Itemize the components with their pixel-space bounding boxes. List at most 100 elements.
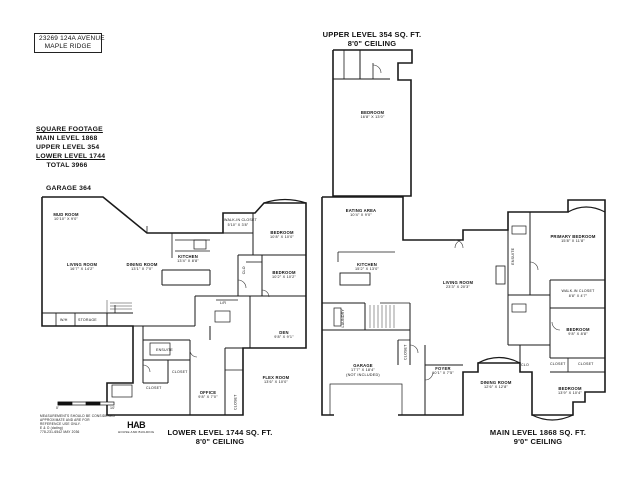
lower-level-walls — [41, 196, 307, 416]
room-dimensions: 10'4" X 9'0" — [350, 213, 372, 217]
room-name: LIVING ROOM — [66, 262, 98, 267]
disclaimer-line3: REFERENCE USE ONLY. — [40, 422, 81, 426]
lower-closet-label-2: CLOSET — [146, 386, 162, 390]
lower-clo-label: CLO — [241, 266, 246, 275]
main-bedroom-2: BEDROOM 13'9" X 10'4" — [550, 386, 590, 396]
room-dimensions: 13'4" X 8'8" — [177, 259, 199, 263]
lower-level-name: LOWER LEVEL 1744 SQ. FT. — [167, 428, 273, 437]
room-dimensions: 15'2" X 13'0" — [354, 267, 380, 271]
room-name: FLEX ROOM — [262, 375, 290, 380]
room-name: BEDROOM — [360, 110, 385, 115]
main-level-total: MAIN LEVEL 1868 — [36, 135, 98, 142]
disclaimer: MEASUREMENTS SHOULD BE CONSIDERED APPROX… — [40, 414, 115, 434]
lower-level-title: LOWER LEVEL 1744 SQ. FT. 8'0" CEILING — [160, 428, 280, 446]
lower-office: OFFICE 9'8" X 7'0" — [192, 390, 224, 400]
room-dimensions: 9'8" X 7'0" — [198, 395, 218, 399]
bay-windows — [263, 198, 606, 421]
main-eating-area: EATING AREA 10'4" X 9'0" — [340, 208, 382, 218]
square-footage-block: SQUARE FOOTAGE MAIN LEVEL 1868 UPPER LEV… — [36, 125, 105, 170]
room-dimensions: 12'6" X 12'8" — [483, 385, 509, 389]
room-dimensions: 16'7" X 14'2" — [69, 267, 95, 271]
address-block: 23269 124A AVENUE MAPLE RIDGE — [34, 33, 105, 53]
lower-flex-room: FLEX ROOM 13'6" X 10'0" — [256, 375, 296, 385]
main-closet-label-3: CLOSET — [578, 362, 594, 366]
main-kitchen: KITCHEN 15'2" X 13'0" — [346, 262, 388, 272]
main-level-ceiling: 9'0" CEILING — [513, 437, 563, 446]
room-name: EATING AREA — [345, 208, 377, 213]
room-dimensions: 16'8" X 13'0" — [360, 115, 385, 119]
address-line1: 23269 124A AVENUE — [39, 35, 105, 42]
main-clo-label: CLO — [521, 363, 529, 367]
garage-area-label: GARAGE 364 — [46, 185, 92, 192]
lower-storage-label: STORAGE — [78, 318, 97, 322]
room-dimensions: 10'8" X 10'0" — [269, 235, 295, 239]
room-name: BEDROOM — [566, 327, 590, 332]
square-footage-heading: SQUARE FOOTAGE — [36, 126, 103, 133]
main-closet-label-1: CLOSET — [403, 344, 408, 361]
main-walk-in-closet: WALK-IN CLOSET 8'8" X 4'7" — [558, 289, 598, 298]
lower-closet-label-3: CLOSET — [233, 394, 238, 411]
room-name: BEDROOM — [272, 270, 296, 275]
upper-level-ceiling: 8'0" CEILING — [347, 39, 397, 48]
lower-den: DEN 9'8" X 9'1" — [264, 330, 304, 340]
door-swings — [142, 64, 561, 381]
lower-laundry-room-label: L/R — [220, 301, 227, 305]
upper-level-walls — [332, 49, 413, 197]
room-name: WALK-IN CLOSET — [224, 218, 258, 222]
room-dimensions: 13'9" X 10'4" — [557, 391, 583, 395]
lower-kitchen: KITCHEN 13'4" X 8'8" — [170, 254, 206, 264]
room-dimensions: 13'6" X 10'0" — [263, 380, 289, 384]
main-level-name: MAIN LEVEL 1868 SQ. FT. — [489, 428, 587, 437]
upper-level-name: UPPER LEVEL 354 SQ. FT. — [322, 30, 422, 39]
room-name: BEDROOM — [270, 230, 294, 235]
room-name: GARAGE — [353, 363, 373, 368]
upper-bedroom: BEDROOM 16'8" X 13'0" — [350, 110, 395, 120]
lower-living-room: LIVING ROOM 16'7" X 14'2" — [62, 262, 102, 272]
address-line2: MAPLE RIDGE — [44, 43, 92, 50]
main-closet-label-2: CLOSET — [550, 362, 566, 366]
main-living-room: LIVING ROOM 23'3" X 20'3" — [436, 280, 480, 290]
disclaimer-line4: E & O (dating) — [40, 426, 63, 430]
scale-start: 0' — [56, 406, 60, 410]
room-name: DINING ROOM — [480, 380, 512, 385]
room-name: BEDROOM — [558, 386, 582, 391]
company-logo: HAB HOUSE AND BUILDING — [118, 420, 154, 434]
grand-total: TOTAL 3966 — [46, 162, 88, 169]
main-level-walls — [321, 196, 606, 416]
main-primary-bedroom: PRIMARY BEDROOM 15'8" X 11'8" — [548, 234, 598, 244]
logo-subtitle: HOUSE AND BUILDING — [118, 430, 155, 434]
room-name: OFFICE — [199, 390, 217, 395]
logo-mark: HAB — [127, 420, 146, 430]
lower-water-heater-label: W/H — [60, 318, 68, 322]
main-laundry-label: LAUNDRY — [341, 308, 346, 328]
main-dining-room: DINING ROOM 12'6" X 12'8" — [476, 380, 516, 390]
room-dimensions: 5'10" X 3'8" — [227, 222, 249, 227]
main-ensuite-label: ENSUITE — [511, 247, 516, 265]
lower-dining-room: DINING ROOM 13'1" X 7'0" — [122, 262, 162, 272]
room-name: LIVING ROOM — [442, 280, 474, 285]
room-dimensions: 9'8" X 9'1" — [274, 335, 294, 339]
main-level-title: MAIN LEVEL 1868 SQ. FT. 9'0" CEILING — [478, 428, 598, 446]
disclaimer-line5: 778-231-6542 MAY 2036 — [40, 430, 80, 434]
main-bedroom-1: BEDROOM 9'8" X 8'8" — [558, 327, 598, 337]
lower-mud-room: MUD ROOM 10'10" X 9'0" — [48, 212, 84, 222]
room-name: WALK-IN CLOSET — [561, 289, 595, 293]
main-foyer: FOYER 10'1" X 7'5" — [426, 366, 460, 376]
disclaimer-line2: APPROXIMATE AND ARE FOR — [40, 418, 90, 422]
lower-bedroom-2: BEDROOM 10'2" X 10'2" — [264, 270, 304, 280]
garage-note: (NOT INCLUDED) — [346, 373, 380, 377]
disclaimer-line1: MEASUREMENTS SHOULD BE CONSIDERED — [40, 414, 115, 418]
room-name: DEN — [279, 330, 289, 335]
upper-level-total: UPPER LEVEL 354 — [36, 144, 100, 151]
lower-closet-label-1: CLOSET — [172, 370, 188, 374]
room-name: KITCHEN — [177, 254, 198, 259]
room-dimensions: 23'3" X 20'3" — [445, 285, 471, 289]
room-name: DINING ROOM — [126, 262, 158, 267]
room-name: MUD ROOM — [53, 212, 79, 217]
lower-ensuite-label: ENSUITE — [156, 348, 173, 352]
room-dimensions: 9'8" X 8'8" — [568, 332, 588, 336]
room-name: KITCHEN — [356, 262, 377, 267]
lower-level-ceiling: 8'0" CEILING — [195, 437, 245, 446]
